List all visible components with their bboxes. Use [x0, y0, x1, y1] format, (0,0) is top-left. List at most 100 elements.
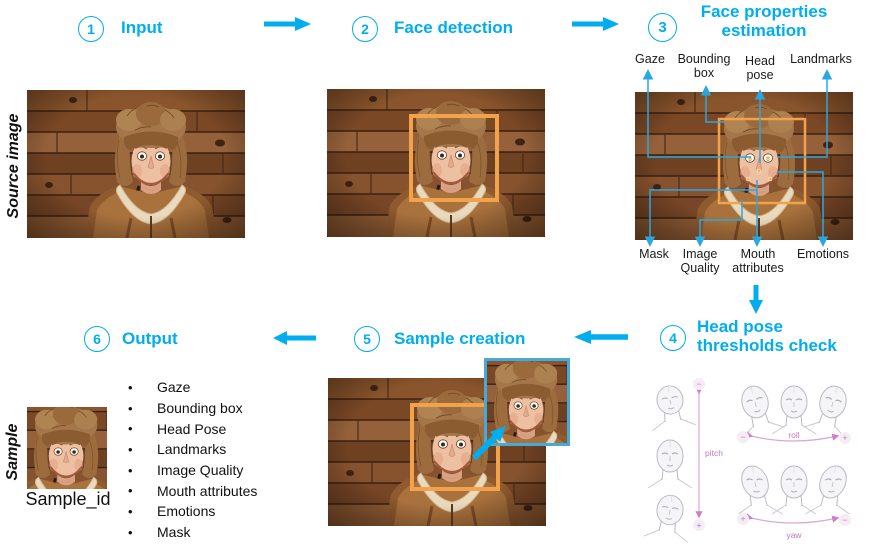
arrow-right-1-2 [264, 17, 311, 31]
face-properties-photo [635, 92, 853, 240]
face-landmarks-dots [745, 155, 773, 182]
bullet-dot: • [128, 524, 133, 540]
step-4-label-line2: thresholds check [697, 336, 837, 355]
property-label-mouth-attributes: Mouth attributes [732, 247, 784, 275]
roll-minus-badge [737, 431, 749, 443]
face-detection-photo [327, 89, 545, 237]
bullet-dot: • [128, 400, 133, 416]
head-pitch-down [643, 491, 695, 543]
step-4-label: Head pose thresholds check [697, 317, 837, 355]
face-bounding-box [410, 403, 500, 491]
yaw-label: yaw [786, 530, 802, 540]
property-label-emotions: Emotions [796, 247, 850, 261]
property-label-mask: Mask [639, 247, 669, 261]
step-2-number: 2 [361, 21, 369, 37]
list-item-label: Mouth attributes [157, 482, 258, 499]
list-item: • Mouth attributes [128, 480, 257, 501]
pitch-label: pitch [705, 448, 723, 458]
bullet-dot: • [128, 379, 133, 395]
yaw-plus-sign: + [740, 514, 745, 524]
list-item-label: Gaze [157, 379, 191, 396]
head-yaw-neutral [771, 465, 817, 515]
list-item-label: Mask [157, 524, 191, 541]
step-1-label: Input [121, 18, 163, 37]
step-3-number: 3 [658, 19, 667, 36]
arrow-left-5-6 [273, 331, 316, 345]
step-6-circle: 6 [84, 326, 110, 352]
step-2-label: Face detection [394, 18, 514, 37]
yaw-minus-badge [839, 514, 851, 526]
list-item-label: Emotions [157, 503, 216, 520]
step-2-circle: 2 [352, 16, 378, 42]
input-photo [27, 90, 245, 238]
yaw-axis-arrow [745, 513, 840, 524]
list-item: • Gaze [128, 377, 257, 398]
output-sample-image [27, 407, 107, 489]
head-pose-thresholds-figure: − + pitch − + roll + − yaw [643, 378, 859, 543]
bullet-dot: • [128, 503, 133, 519]
face-bounding-box [717, 117, 807, 205]
list-item: • Image Quality [128, 460, 257, 481]
list-item: •Landmarks [128, 439, 257, 460]
property-label-head-pose: Head pose [745, 54, 775, 82]
sample-label: Sample [4, 423, 21, 481]
pitch-minus-sign: − [696, 379, 701, 389]
step-3-label-line2: estimation [721, 21, 807, 40]
list-item: • Emotions [128, 501, 257, 522]
bullet-dot: • [128, 421, 133, 437]
head-roll-left [729, 380, 786, 440]
list-item-label: Bounding box [157, 400, 243, 417]
pitch-minus-badge [693, 378, 705, 390]
source-image-label: Source image [5, 113, 22, 219]
head-pitch-neutral [647, 439, 693, 489]
arrow-crop [471, 426, 506, 461]
head-roll-neutral [771, 385, 817, 435]
head-roll-right [802, 380, 859, 440]
head-yaw-left [729, 465, 784, 515]
roll-plus-sign: + [842, 433, 847, 443]
bullet-dot: • [128, 441, 133, 457]
pitch-plus-sign: + [696, 521, 701, 531]
list-item: • Bounding box [128, 398, 257, 419]
list-item-label: Head Pose [157, 420, 227, 437]
yaw-minus-sign: − [842, 515, 847, 525]
list-item: • Mask [128, 522, 257, 543]
step-5-number: 5 [363, 331, 371, 347]
head-pitch-up [645, 382, 697, 432]
step-3-label: Face properties estimation [668, 2, 860, 40]
list-item-label: Image Quality [157, 462, 244, 479]
arrow-down-3-4 [749, 285, 763, 314]
list-item: • Head Pose [128, 418, 257, 439]
step-6-label: Output [122, 329, 178, 348]
bullet-dot: • [128, 483, 133, 499]
step-4-label-line1: Head pose [697, 317, 783, 336]
output-attributes-list: • Gaze • Bounding box • Head Pose •Landmark… [128, 377, 257, 543]
head-yaw-right [804, 465, 859, 515]
step-3-label-line1: Face properties [700, 2, 828, 21]
step-5-label: Sample creation [394, 329, 526, 348]
pitch-plus-badge [693, 519, 705, 531]
property-label-bounding-box: Bounding box [677, 52, 731, 80]
step-4-number: 4 [669, 330, 677, 346]
face-bounding-box [409, 114, 499, 202]
step-3-circle: 3 [648, 13, 677, 42]
property-label-landmarks: Landmarks [790, 52, 852, 66]
bullet-dot: • [128, 462, 133, 478]
property-label-gaze: Gaze [635, 52, 665, 66]
step-1-number: 1 [87, 21, 95, 37]
step-4-circle: 4 [660, 325, 686, 351]
roll-plus-badge [839, 432, 851, 444]
step-1-circle: 1 [78, 16, 104, 42]
roll-axis-arrow [745, 431, 840, 442]
roll-minus-sign: − [740, 432, 745, 442]
yaw-plus-badge [737, 513, 749, 525]
roll-label: roll [788, 430, 799, 440]
arrow-left-4-5 [574, 330, 628, 344]
sample-creation-photo [328, 378, 546, 526]
property-label-image-quality: Image Quality [680, 247, 720, 275]
step-6-number: 6 [93, 331, 101, 347]
step-5-circle: 5 [354, 326, 380, 352]
arrow-right-2-3 [572, 17, 619, 31]
sample-id-label: Sample_id [25, 489, 111, 509]
